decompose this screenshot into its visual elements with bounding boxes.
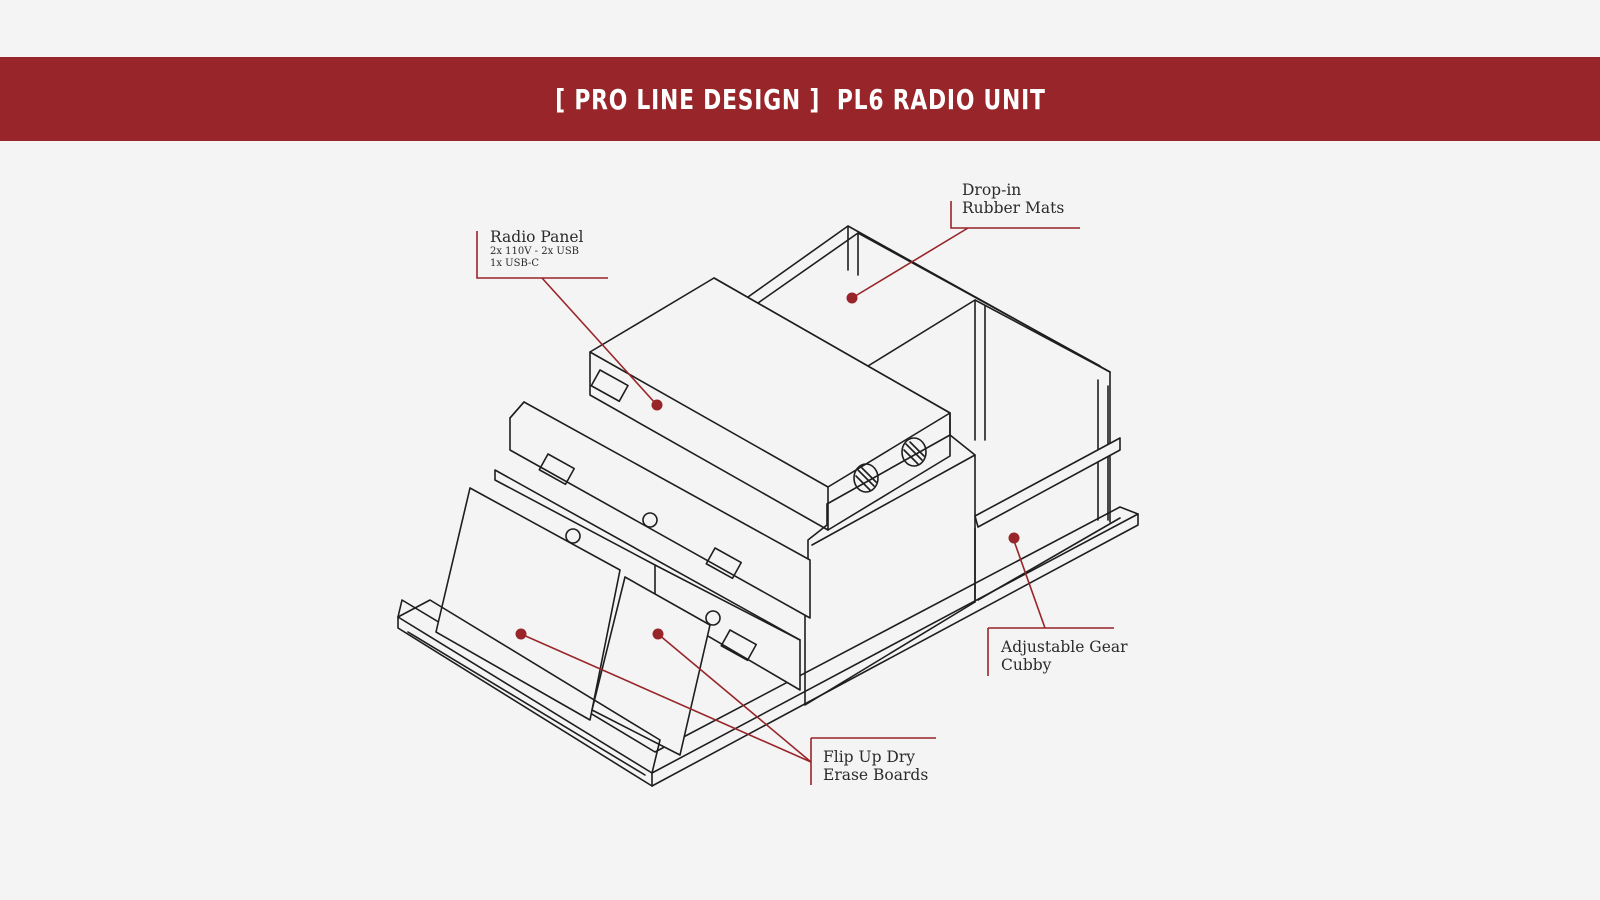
rubber-mats-dot	[846, 292, 858, 304]
callout-leaders	[476, 201, 1114, 785]
gear-cubby-dot	[1008, 532, 1020, 544]
radio-panel-callout: Radio Panel 2x 110V - 2x USB 1x USB-C	[490, 228, 584, 270]
radio-panel-dot	[651, 399, 663, 411]
upper-drawer	[509, 401, 811, 619]
rear-cage	[747, 225, 1121, 603]
rubber-mats-line-2: Rubber Mats	[962, 199, 1065, 217]
title-banner: [ PRO LINE DESIGN ] PL6 RADIO UNIT	[0, 57, 1600, 141]
radio-box	[589, 277, 951, 531]
radio-panel-title: Radio Panel	[490, 228, 584, 246]
radio-panel-detail-1: 2x 110V - 2x USB	[490, 246, 580, 257]
radio-panel-detail-2: 1x USB-C	[490, 258, 540, 269]
rubber-mats-line-1: Drop-in	[962, 181, 1022, 199]
dry-erase-boards	[397, 487, 711, 776]
gear-cubby-line-1: Adjustable Gear	[1001, 638, 1128, 656]
dry-erase-line-2: Erase Boards	[823, 766, 929, 784]
dry-erase-callout: Flip Up Dry Erase Boards	[823, 748, 928, 784]
rubber-mats-callout: Drop-in Rubber Mats	[962, 181, 1064, 217]
dry-erase-dot-right	[652, 628, 664, 640]
banner-title: [ PRO LINE DESIGN ] PL6 RADIO UNIT	[554, 82, 1046, 116]
dry-erase-line-1: Flip Up Dry	[823, 748, 916, 766]
gear-cubby-line-2: Cubby	[1001, 656, 1052, 674]
dry-erase-dot-left	[515, 628, 527, 640]
gear-cubby-callout: Adjustable Gear Cubby	[1001, 638, 1128, 674]
callout-dots	[515, 292, 1020, 640]
